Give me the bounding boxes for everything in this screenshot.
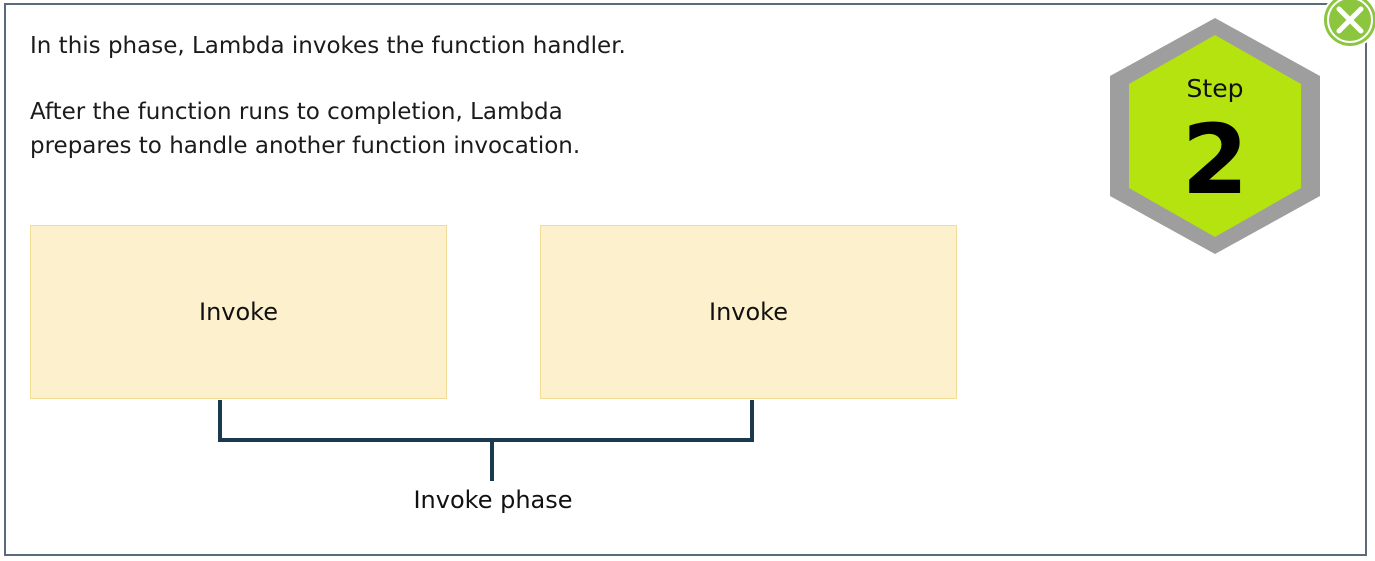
intro-line-2: After the function runs to completion, L… [30,95,626,163]
step-label: Step [1186,74,1244,103]
step-number: 2 [1181,104,1249,216]
invoke-box-1-label: Invoke [199,298,278,326]
intro-line-2b: prepares to handle another function invo… [30,133,581,159]
invoke-box-2: Invoke [540,225,957,399]
invoke-box-1: Invoke [30,225,447,399]
close-icon [1322,0,1375,48]
intro-text: In this phase, Lambda invokes the functi… [30,29,626,163]
invoke-phase-label: Invoke phase [413,486,573,514]
invoke-box-2-label: Invoke [709,298,788,326]
step-badge: Step 2 [1108,18,1322,254]
intro-line-1: In this phase, Lambda invokes the functi… [30,33,626,59]
close-button[interactable] [1320,0,1375,51]
intro-line-2a: After the function runs to completion, L… [30,99,563,125]
hexagon-icon [1110,18,1320,254]
hexagon-inner [1129,35,1301,237]
